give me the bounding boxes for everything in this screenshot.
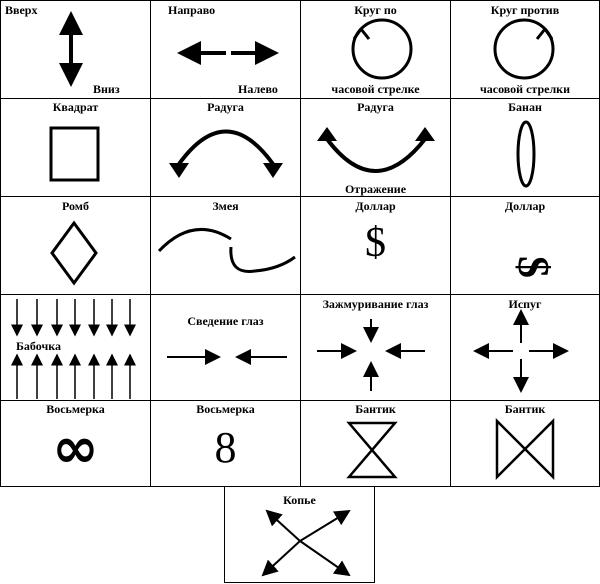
up-down-arrows-icon — [59, 11, 83, 87]
eight-icon: 8 — [214, 423, 237, 472]
label-circle-cw-bottom: часовой стрелке — [331, 82, 420, 96]
dollar-lying-icon: $ — [509, 256, 558, 278]
circle-counterclockwise-icon — [493, 18, 555, 80]
cell-dollar-lying: Доллар $ — [450, 196, 600, 295]
banana-ellipse-icon — [516, 120, 536, 188]
right-left-arrows-icon — [177, 41, 279, 65]
label-dollar: Доллар — [355, 199, 396, 213]
label-banana: Банан — [508, 100, 542, 114]
label-bow-vertical: Бантик — [355, 402, 396, 416]
rainbow-reflection-icon — [317, 127, 435, 173]
cell-right-left: Направо Налево — [150, 0, 301, 99]
label-spear: Копье — [283, 493, 316, 507]
infinity-icon: ∞ — [52, 416, 99, 481]
cell-eight: Восьмерка 8 — [150, 400, 301, 487]
rhombus-icon — [50, 220, 98, 286]
cell-snake: Змея — [150, 196, 301, 295]
label-rainbow-2: Радуга — [357, 100, 394, 114]
inward-cross-arrows-icon — [317, 319, 425, 391]
label-eight-lying: Восьмерка — [46, 402, 105, 416]
cell-butterfly: Бабочка — [0, 294, 151, 401]
rainbow-arc-icon — [169, 129, 283, 178]
label-circle-ccw-top: Круг против — [490, 3, 560, 17]
label-snake: Змея — [212, 199, 239, 213]
square-icon — [49, 126, 100, 182]
converging-arrows-icon — [167, 349, 287, 365]
cell-eight-lying: Восьмерка ∞ — [0, 400, 151, 487]
label-left: Налево — [238, 82, 278, 96]
cell-rainbow-down: Радуга — [150, 98, 301, 197]
outward-cross-arrows-icon — [473, 309, 569, 393]
label-eight: Восьмерка — [196, 402, 255, 416]
cell-rainbow-up: Радуга Отражение — [300, 98, 451, 197]
cell-dollar: Доллар $ — [300, 196, 451, 295]
butterfly-arrows-icon — [11, 299, 136, 399]
label-reflection: Отражение — [344, 182, 407, 196]
cell-bow-horizontal: Бантик — [450, 400, 600, 487]
cell-fright: Испуг — [450, 294, 600, 401]
cell-spear: Копье — [224, 486, 375, 583]
cell-up-down: Вверх Вниз — [0, 0, 151, 99]
label-square: Квадрат — [52, 100, 99, 114]
label-eyes-converge: Сведение глаз — [187, 314, 264, 328]
cell-circle-cw: Круг по часовой стрелке — [300, 0, 451, 99]
label-rhombus: Ромб — [62, 199, 89, 213]
bowtie-icon — [495, 417, 555, 481]
cell-square: Квадрат — [0, 98, 151, 197]
snake-wave-icon — [157, 227, 296, 273]
label-dollar-2: Доллар — [504, 199, 546, 213]
label-bow-horizontal: Бантик — [504, 402, 546, 416]
cell-eyes-converge: Сведение глаз — [150, 294, 301, 401]
label-circle-ccw-bottom: часовой стрелки — [479, 82, 571, 96]
cell-circle-ccw: Круг против часовой стрелки — [450, 0, 600, 99]
label-fright: Испуг — [508, 297, 542, 311]
label-rainbow: Радуга — [207, 100, 244, 114]
label-down: Вниз — [93, 82, 120, 96]
cell-banana: Банан — [450, 98, 600, 197]
spear-cross-icon — [261, 509, 351, 577]
cell-bow-vertical: Бантик — [300, 400, 451, 487]
label-butterfly: Бабочка — [15, 339, 62, 353]
label-circle-cw-top: Круг по — [354, 3, 397, 17]
label-right: Направо — [168, 3, 216, 17]
label-eyes-squeeze: Зажмуривание глаз — [322, 297, 429, 311]
circle-clockwise-icon — [351, 18, 413, 80]
hourglass-bow-icon — [346, 421, 398, 479]
cell-eyes-squeeze: Зажмуривание глаз — [300, 294, 451, 401]
cell-rhombus: Ромб — [0, 196, 151, 295]
dollar-icon: $ — [365, 220, 386, 266]
label-up: Вверх — [5, 3, 38, 17]
